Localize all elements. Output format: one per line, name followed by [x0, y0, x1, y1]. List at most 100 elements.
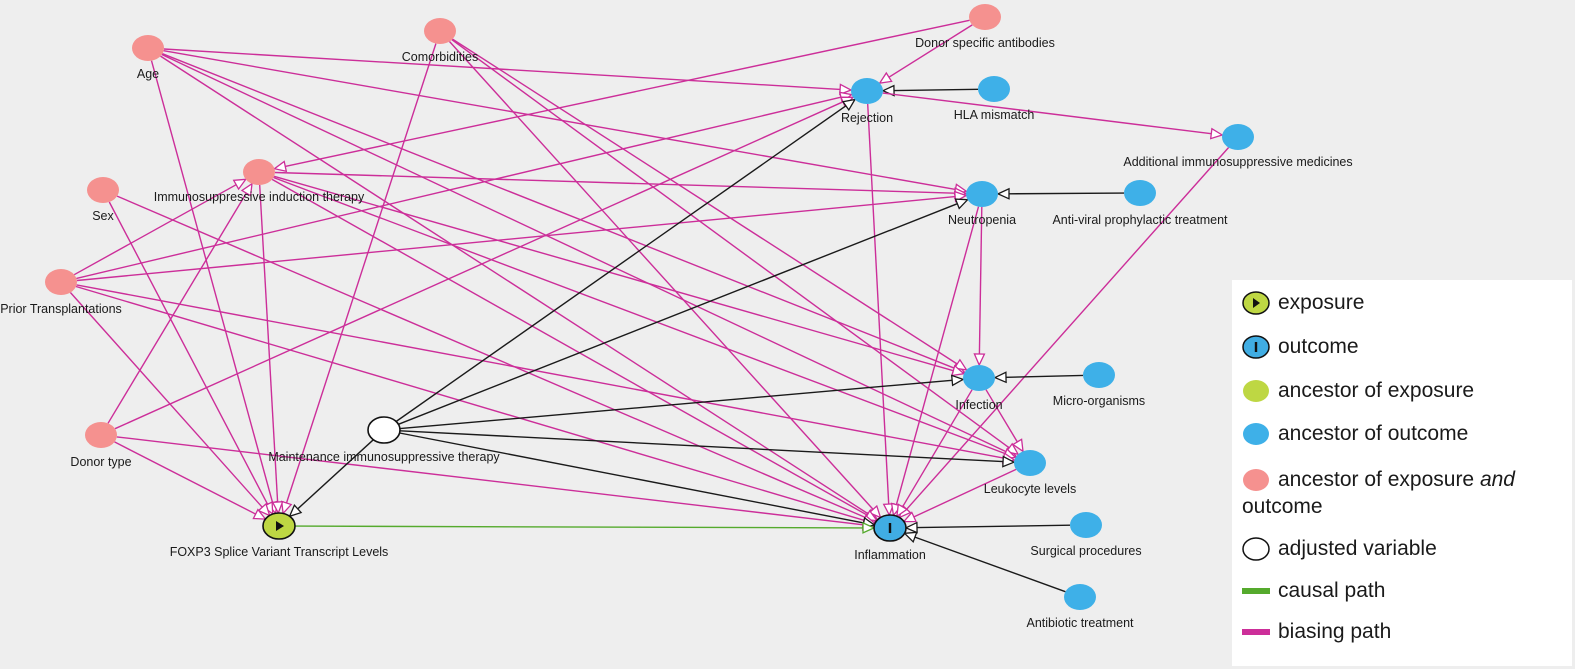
node-antiviral[interactable]: Anti-viral prophylactic treatment: [1052, 180, 1228, 227]
edge-arrowhead: [993, 371, 1007, 384]
node-label: FOXP3 Splice Variant Transcript Levels: [170, 545, 389, 559]
node-foxp3[interactable]: FOXP3 Splice Variant Transcript Levels: [170, 512, 389, 559]
edge-line: [114, 101, 844, 430]
edge-arrowhead: [1011, 438, 1024, 453]
node-circle[interactable]: [243, 159, 275, 185]
edge-line: [913, 468, 1017, 518]
node-surgical[interactable]: Surgical procedures: [1030, 512, 1142, 558]
edge-line: [399, 430, 1004, 463]
node-comorbidities[interactable]: Comorbidities: [402, 18, 478, 64]
node-circle[interactable]: [1070, 512, 1102, 538]
edge-arrowhead: [1209, 127, 1224, 140]
node-circle[interactable]: [969, 4, 1001, 30]
edge-induction-to-infection: [273, 175, 966, 377]
edge-line: [116, 436, 864, 526]
edge-arrowhead: [868, 504, 882, 519]
node-circle[interactable]: [45, 269, 77, 295]
node-circle[interactable]: [851, 78, 883, 104]
edge-arrowhead: [232, 178, 248, 191]
edge-line: [75, 285, 865, 522]
edge-line: [76, 195, 956, 282]
node-label: Antibiotic treatment: [1027, 616, 1135, 630]
node-induction[interactable]: Immunosuppressive induction therapy: [154, 159, 365, 204]
outcome-marker-icon: [888, 523, 892, 533]
node-circle[interactable]: [1083, 362, 1115, 388]
edge-arrowhead: [896, 503, 909, 518]
edge-comorbidities-to-inflammation: [448, 41, 882, 519]
node-circle[interactable]: [132, 35, 164, 61]
edge-line: [399, 432, 864, 524]
node-sex[interactable]: Sex: [87, 177, 119, 223]
edge-arrowhead: [904, 521, 918, 534]
edge-arrowhead: [954, 198, 970, 210]
node-circle[interactable]: [85, 422, 117, 448]
edge-arrowhead: [902, 511, 918, 523]
node-label: Donor type: [70, 455, 131, 469]
node-circle[interactable]: [978, 76, 1010, 102]
edge-dsa-to-rejection: [878, 24, 973, 84]
edge-donortype-to-induction: [107, 182, 253, 424]
node-donortype[interactable]: Donor type: [70, 422, 132, 469]
node-label: Maintenance immunosuppressive therapy: [268, 450, 500, 464]
node-addimm[interactable]: Additional immunosuppressive medicines: [1123, 124, 1353, 169]
legend-item-adjusted: adjusted variable: [1242, 536, 1437, 562]
node-inflammation[interactable]: Inflammation: [854, 514, 926, 562]
edge-arrowhead: [272, 160, 288, 173]
edge-line: [867, 103, 890, 505]
edge-line: [882, 92, 1212, 135]
node-label: Immunosuppressive induction therapy: [154, 190, 365, 204]
node-prior[interactable]: Prior Transplantations: [0, 269, 122, 316]
node-label: Surgical procedures: [1030, 544, 1141, 558]
legend-item-exposure: exposure: [1242, 290, 1364, 316]
edge-maintenance-to-neutropenia: [398, 198, 970, 425]
edge-line: [273, 176, 1006, 455]
edge-line: [395, 105, 847, 423]
edge-prior-to-induction: [73, 178, 248, 276]
node-leukocyte[interactable]: Leukocyte levels: [984, 450, 1076, 496]
node-circle[interactable]: [1064, 584, 1096, 610]
node-circle[interactable]: [87, 177, 119, 203]
edge-arrowhead: [903, 531, 918, 543]
edge-arrowhead: [252, 508, 267, 520]
node-circle[interactable]: [1124, 180, 1156, 206]
legend-item-ancestor-outcome: ancestor of outcome: [1242, 421, 1468, 447]
edge-arrowhead: [271, 500, 284, 515]
edge-line: [901, 389, 973, 508]
node-infection[interactable]: Infection: [955, 365, 1003, 412]
edge-line: [107, 192, 247, 424]
node-circle[interactable]: [367, 416, 401, 444]
edge-micro-to-infection: [993, 371, 1084, 384]
edge-line: [451, 39, 1010, 449]
ancestor-outcome-icon: [1242, 421, 1272, 447]
edge-donortype-to-foxp3: [114, 441, 267, 520]
node-circle[interactable]: [966, 181, 998, 207]
node-antibiotic[interactable]: Antibiotic treatment: [1027, 584, 1135, 630]
edge-comorbidities-to-foxp3: [280, 43, 437, 515]
nodes-layer: Age Comorbidities Donor specific antibodie…: [0, 4, 1353, 630]
edge-arrowhead: [996, 187, 1010, 200]
edge-maintenance-to-foxp3: [288, 439, 374, 518]
node-rejection[interactable]: Rejection: [841, 78, 893, 125]
edge-surgical-to-inflammation: [904, 521, 1071, 534]
node-circle[interactable]: [1014, 450, 1046, 476]
node-neutropenia[interactable]: Neutropenia: [948, 181, 1016, 227]
node-label: Inflammation: [854, 548, 926, 562]
edge-line: [274, 171, 956, 194]
edge-antibiotic-to-inflammation: [903, 531, 1066, 593]
edge-line: [114, 441, 257, 515]
node-circle[interactable]: [963, 365, 995, 391]
node-circle[interactable]: [1222, 124, 1254, 150]
node-age[interactable]: Age: [132, 35, 164, 81]
ancestor-exposure-icon: [1242, 378, 1272, 404]
node-dsa[interactable]: Donor specific antibodies: [915, 4, 1055, 50]
node-maintenance[interactable]: Maintenance immunosuppressive therapy: [268, 416, 500, 464]
edge-line: [914, 536, 1066, 593]
edge-line: [1008, 192, 1125, 195]
node-micro[interactable]: Micro-organisms: [1053, 362, 1145, 408]
node-hla[interactable]: HLA mismatch: [954, 76, 1035, 122]
edge-arrowhead: [882, 503, 895, 517]
edge-arrowhead: [951, 364, 966, 377]
node-circle[interactable]: [424, 18, 456, 44]
edge-line: [273, 175, 954, 372]
exposure-marker-icon: [276, 521, 284, 531]
